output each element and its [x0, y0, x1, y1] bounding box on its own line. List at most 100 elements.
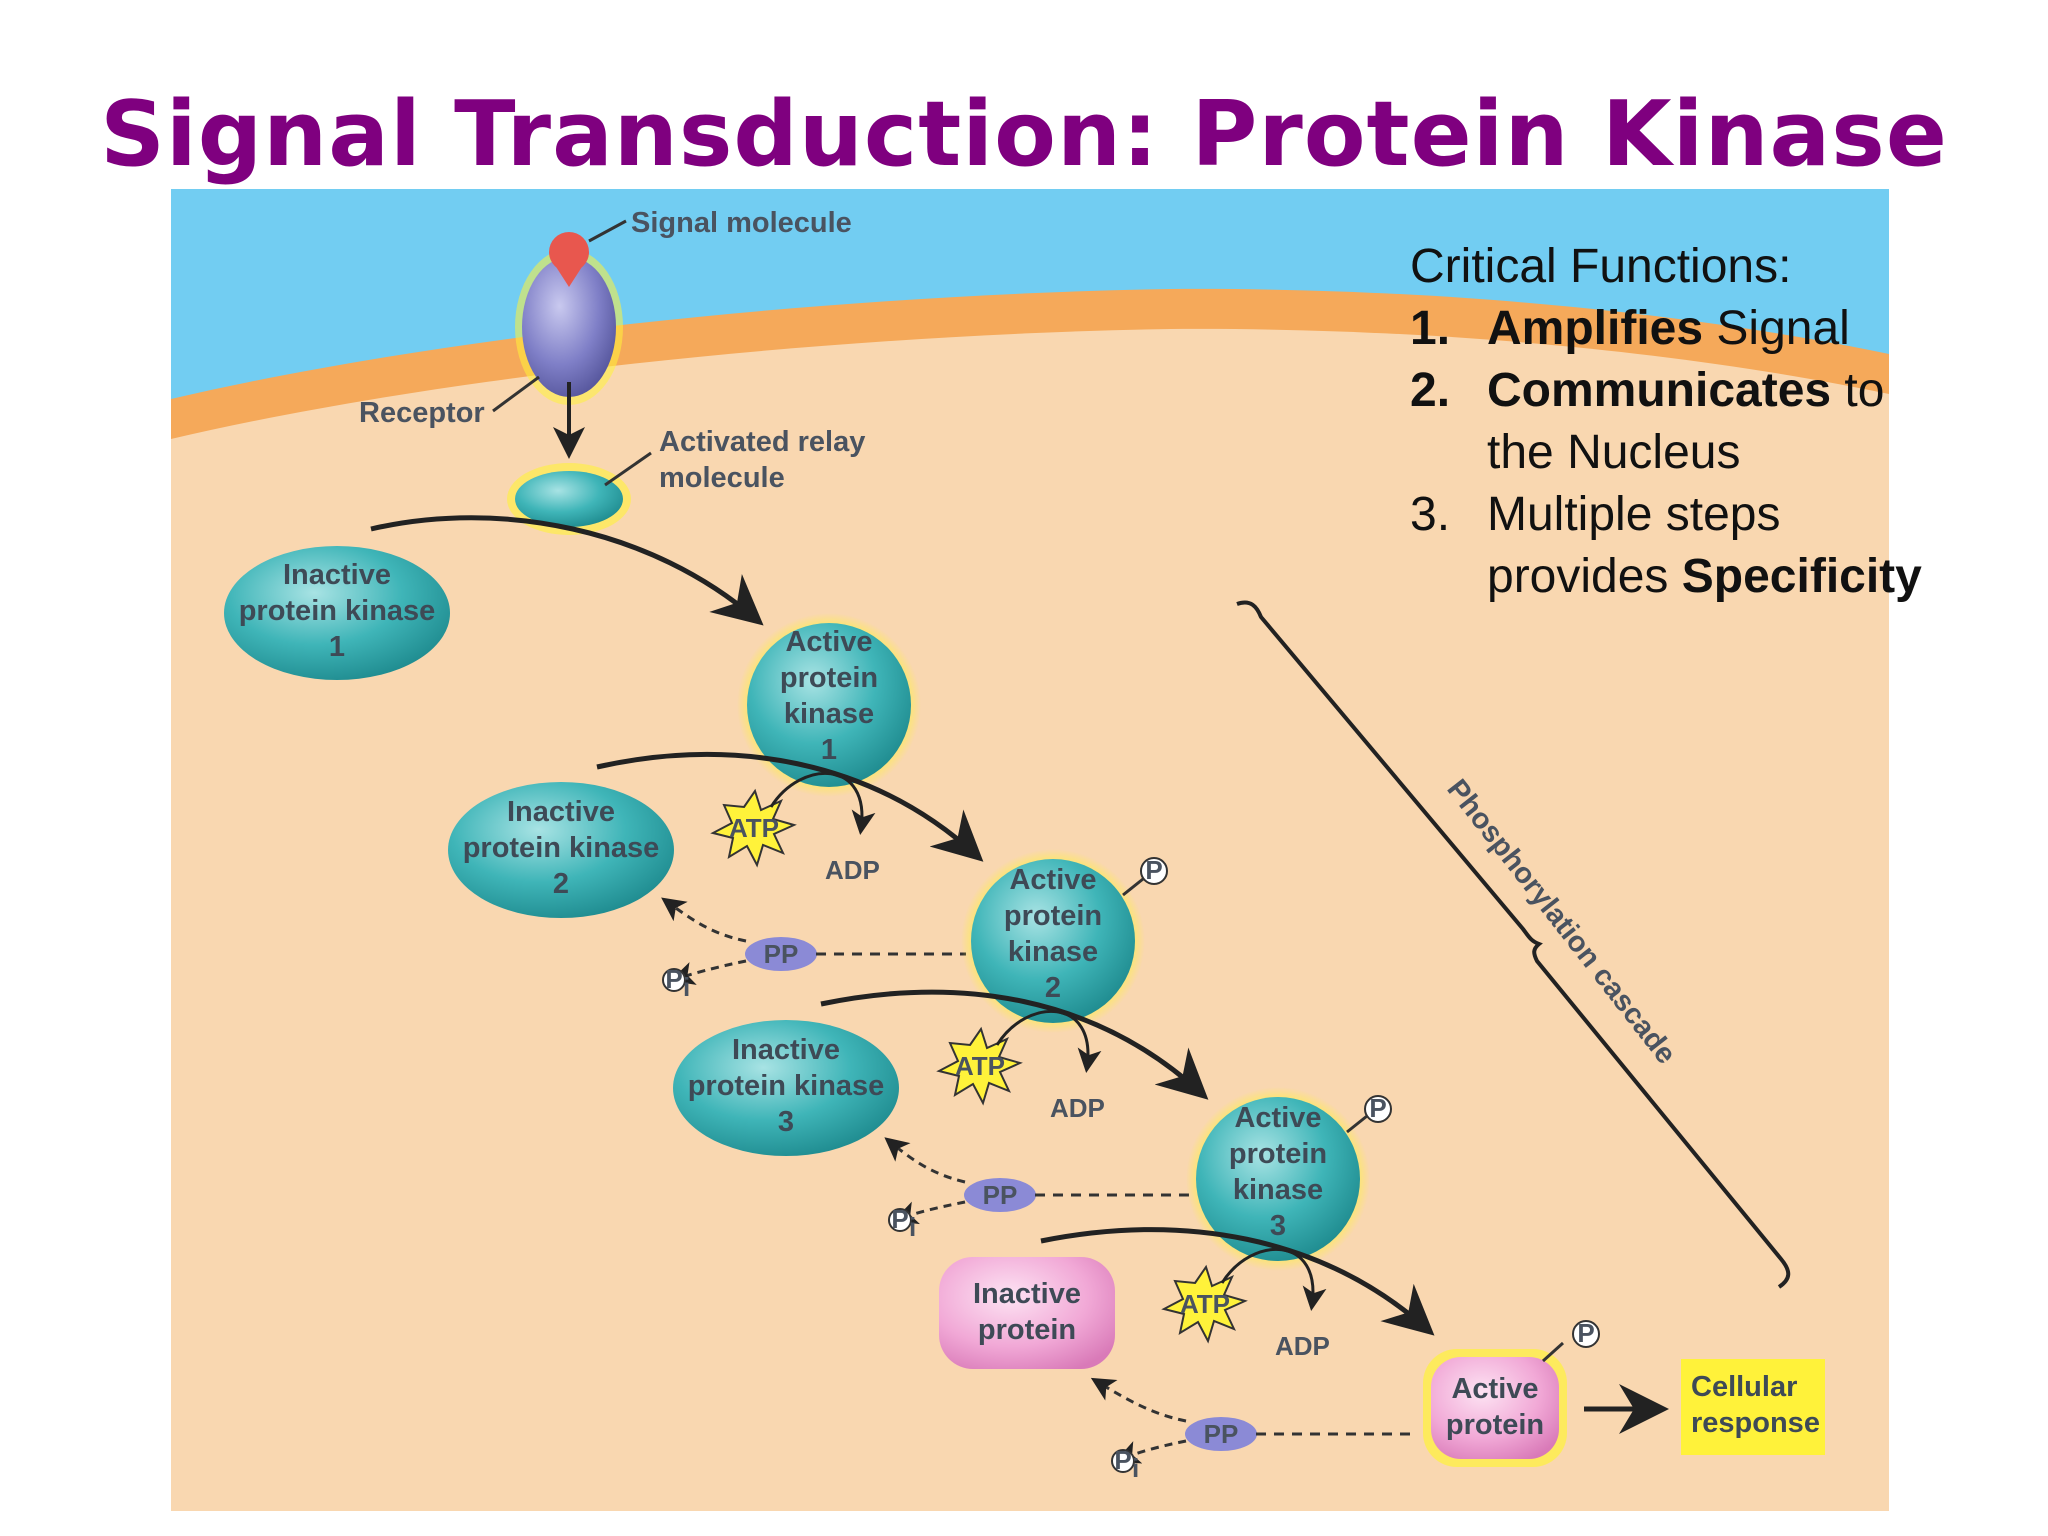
function-rest-1: Signal	[1703, 302, 1850, 355]
phosphate-p-2: P	[1140, 855, 1168, 885]
ipk2-line3: 2	[553, 868, 569, 900]
relay-label-line2: molecule	[659, 462, 785, 494]
ipk2-line2: protein kinase	[463, 832, 660, 864]
receptor	[515, 249, 623, 405]
adp-label-2: ADP	[1050, 1093, 1105, 1123]
inactive-protein-kinase-3: Inactive protein kinase 3	[673, 1020, 899, 1156]
p-label-2: P	[1145, 855, 1162, 885]
function-item-2: 2. Communicates to the Nucleus	[1410, 360, 1970, 484]
apk1-line4: 1	[821, 734, 837, 766]
apk2-line4: 2	[1045, 972, 1061, 1004]
pp-phosphatase-1: PP	[745, 937, 817, 971]
adp-label-1: ADP	[825, 855, 880, 885]
apk2-line3: kinase	[1008, 936, 1098, 968]
ipk3-line1: Inactive	[732, 1034, 840, 1066]
atp-adp-arrow-3	[1220, 1247, 1327, 1311]
function-item-1: 1. Amplifies Signal	[1410, 298, 1970, 360]
receptor-label: Receptor	[359, 397, 485, 429]
function-num-3: 3.	[1410, 488, 1451, 541]
function-rest-2: to	[1831, 364, 1885, 417]
ipk1-line2: protein kinase	[239, 595, 436, 627]
inactive-protein-kinase-1: Inactive protein kinase 1	[224, 546, 450, 680]
relay-label-line1: Activated relay	[659, 426, 865, 458]
active-protein-kinase-1: Active protein kinase 1	[737, 613, 921, 797]
slide-title: Signal Transduction: Protein Kinase	[100, 82, 1948, 187]
signal-transduction-diagram: Signal molecule Receptor Activated relay…	[171, 189, 1889, 1511]
aprot-line1: Active	[1451, 1373, 1538, 1405]
apk1-line2: protein	[780, 662, 878, 694]
phosphate-bond-3	[1346, 1114, 1368, 1134]
p-label-3: P	[1369, 1093, 1386, 1123]
function-cont-2: the Nucleus	[1487, 426, 1741, 479]
pi-sub-1: i	[683, 972, 690, 1002]
arrow-pk3-activation	[820, 989, 1209, 1100]
phosphate-pi-1: P i	[662, 964, 690, 1002]
apk1-line3: kinase	[784, 698, 874, 730]
pp-label-2: PP	[983, 1180, 1018, 1210]
arrow-pk1-activation	[370, 515, 764, 626]
apk3-line4: 3	[1270, 1210, 1286, 1242]
apk2-line1: Active	[1009, 864, 1096, 896]
inactive-protein-kinase-2: Inactive protein kinase 2	[448, 782, 674, 918]
signal-molecule-label: Signal molecule	[631, 207, 852, 239]
inactive-protein: Inactive protein	[939, 1257, 1115, 1369]
phosphate-pi-3: P i	[1111, 1445, 1139, 1483]
cascade-bracket	[1236, 600, 1791, 1289]
pi-label-1: P	[665, 964, 682, 994]
pp-label-1: PP	[764, 939, 799, 969]
dephos-arrow-3	[1090, 1377, 1187, 1423]
function-bold-2: Communicates	[1487, 364, 1832, 417]
iprot-line2: protein	[978, 1314, 1076, 1346]
activated-relay-molecule	[507, 463, 631, 535]
function-rest-3: Multiple steps	[1487, 488, 1781, 541]
function-bold-1: Amplifies	[1487, 302, 1704, 355]
cellular-response: Cellular response	[1681, 1359, 1825, 1455]
phosphate-p-3: P	[1364, 1093, 1392, 1123]
atp-label-1: ATP	[729, 813, 779, 843]
apk3-line2: protein	[1229, 1138, 1327, 1170]
iprot-line1: Inactive	[973, 1278, 1081, 1310]
phosphate-pi-2: P i	[888, 1204, 916, 1242]
phosphate-p-4: P	[1572, 1318, 1600, 1348]
apk1-line1: Active	[785, 626, 872, 658]
pp-phosphatase-3: PP	[1185, 1417, 1257, 1451]
signal-molecule	[549, 232, 589, 287]
ipk3-line2: protein kinase	[688, 1070, 885, 1102]
signal-molecule-leader	[588, 219, 627, 243]
ipk3-line3: 3	[778, 1106, 794, 1138]
pp-phosphatase-2: PP	[964, 1178, 1036, 1212]
phosphate-bond-4	[1541, 1341, 1565, 1363]
active-protein-kinase-2: Active protein kinase 2	[961, 849, 1145, 1033]
adp-label-3: ADP	[1275, 1331, 1330, 1361]
pi-sub-2: i	[909, 1212, 916, 1242]
functions-heading: Critical Functions:	[1410, 240, 1792, 293]
apk3-line3: kinase	[1233, 1174, 1323, 1206]
atp-label-3: ATP	[1180, 1289, 1230, 1319]
dephos-arrow-2	[884, 1137, 966, 1184]
arrow-protein-activation	[1040, 1227, 1435, 1336]
ipk1-line3: 1	[329, 631, 345, 663]
aprot-line2: protein	[1446, 1409, 1544, 1441]
pi-arrow-1	[670, 959, 747, 985]
ipk2-line1: Inactive	[507, 796, 615, 828]
dephos-arrow-1	[661, 897, 747, 943]
receptor-leader	[492, 375, 540, 413]
phosphate-bond-2	[1122, 877, 1144, 897]
function-num-2: 2.	[1410, 364, 1451, 417]
pp-label-3: PP	[1204, 1419, 1239, 1449]
atp-label-2: ATP	[955, 1051, 1005, 1081]
pi-label-3: P	[1114, 1445, 1131, 1475]
ipk1-line1: Inactive	[283, 559, 391, 591]
response-line1: Cellular	[1691, 1371, 1797, 1403]
relay-leader	[604, 451, 652, 487]
pi-label-2: P	[891, 1204, 908, 1234]
pi-sub-3: i	[1132, 1453, 1139, 1483]
atp-adp-arrow-1	[769, 771, 876, 835]
p-label-4: P	[1577, 1318, 1594, 1348]
function-cont-bold-3: Specificity	[1681, 550, 1922, 603]
critical-functions: Critical Functions: 1. Amplifies Signal …	[1410, 236, 1970, 608]
apk3-line1: Active	[1234, 1102, 1321, 1134]
active-protein: Active protein	[1423, 1349, 1567, 1467]
response-line2: response	[1691, 1407, 1820, 1439]
